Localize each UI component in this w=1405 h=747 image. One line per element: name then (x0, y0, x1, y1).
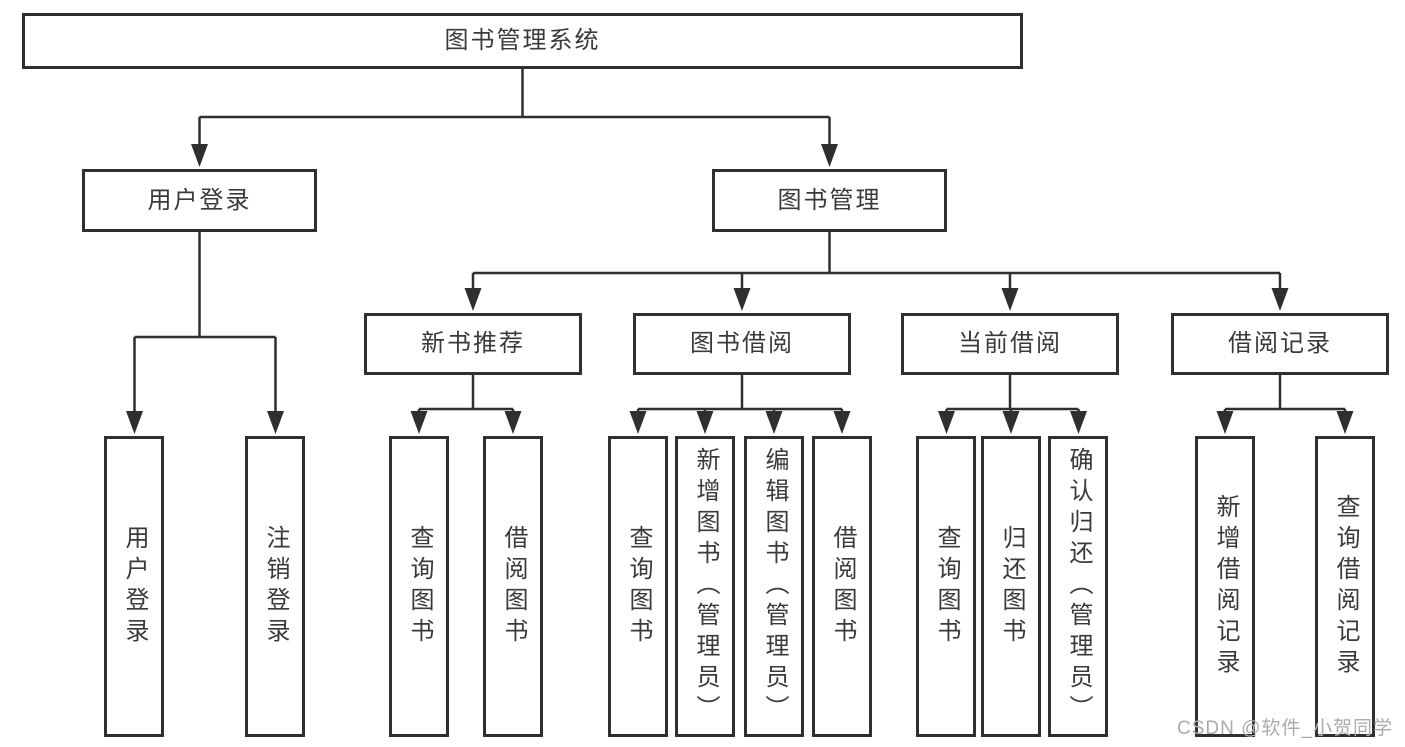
node-label: 确认归还（管理员） (1065, 447, 1092, 726)
leaf-query-books-recommend: 查询图书 (389, 436, 449, 737)
node-borrowing-records: 借阅记录 (1171, 313, 1389, 375)
arrow-down-icon (1001, 288, 1019, 311)
node-label: 图书管理系统 (444, 27, 601, 54)
leaf-edit-books-admin: 编辑图书（管理员） (744, 436, 804, 737)
arrow-down-icon (833, 411, 851, 434)
arrow-down-icon (1271, 288, 1289, 311)
node-book-borrowing: 图书借阅 (633, 313, 851, 375)
node-book-management: 图书管理 (712, 169, 947, 232)
node-label: 查询图书 (406, 524, 433, 649)
node-label: 编辑图书（管理员） (761, 447, 788, 726)
node-label: 图书管理 (777, 186, 882, 214)
node-label: 查询图书 (933, 524, 960, 649)
node-label: 借阅图书 (829, 524, 856, 649)
node-label: 用户登录 (121, 524, 148, 649)
arrow-down-icon (126, 411, 143, 434)
arrow-down-icon (629, 411, 647, 434)
node-label: 查询图书 (625, 524, 652, 649)
arrow-down-icon (696, 411, 714, 434)
node-label: 当前借阅 (958, 330, 1062, 357)
node-label: 查询借阅记录 (1332, 493, 1359, 680)
leaf-borrow-books-recommend: 借阅图书 (483, 436, 543, 737)
arrow-down-icon (191, 144, 208, 167)
node-book-management-system: 图书管理系统 (22, 13, 1023, 69)
arrow-down-icon (267, 411, 284, 434)
arrow-down-icon (464, 288, 482, 311)
node-label: 注销登录 (262, 524, 289, 649)
node-label: 新增图书（管理员） (692, 447, 719, 726)
leaf-query-borrow-record: 查询借阅记录 (1315, 436, 1375, 737)
arrow-down-icon (1070, 411, 1087, 434)
csdn-watermark: CSDN @软件_小贺同学 (1177, 718, 1393, 739)
leaf-confirm-return-admin: 确认归还（管理员） (1048, 436, 1108, 737)
node-label: 借阅图书 (500, 524, 527, 649)
arrow-down-icon (1002, 411, 1020, 434)
leaf-add-borrow-record: 新增借阅记录 (1195, 436, 1255, 737)
leaf-borrow-books: 借阅图书 (812, 436, 872, 737)
arrow-down-icon (938, 411, 955, 434)
node-label: 新书推荐 (421, 330, 525, 357)
arrow-down-icon (765, 411, 783, 434)
node-new-book-recommendation: 新书推荐 (364, 313, 582, 375)
node-label: 新增借阅记录 (1212, 493, 1239, 680)
leaf-query-books-current: 查询图书 (916, 436, 976, 737)
arrow-down-icon (504, 411, 522, 434)
leaf-return-books: 归还图书 (981, 436, 1041, 737)
arrow-down-icon (1336, 411, 1354, 434)
arrow-down-icon (733, 288, 751, 311)
node-current-borrowing: 当前借阅 (901, 313, 1119, 375)
leaf-add-books-admin: 新增图书（管理员） (675, 436, 735, 737)
node-label: 借阅记录 (1228, 330, 1332, 357)
leaf-logout: 注销登录 (245, 436, 305, 737)
node-label: 图书借阅 (690, 330, 794, 357)
arrowheads (126, 144, 1354, 434)
leaf-query-books-borrow: 查询图书 (608, 436, 668, 737)
node-label: 归还图书 (998, 524, 1025, 649)
leaf-user-login: 用户登录 (104, 436, 164, 737)
node-label: 用户登录 (147, 186, 252, 214)
node-user-login: 用户登录 (82, 169, 317, 232)
arrow-down-icon (1216, 411, 1234, 434)
arrow-down-icon (821, 144, 838, 167)
arrow-down-icon (410, 411, 428, 434)
